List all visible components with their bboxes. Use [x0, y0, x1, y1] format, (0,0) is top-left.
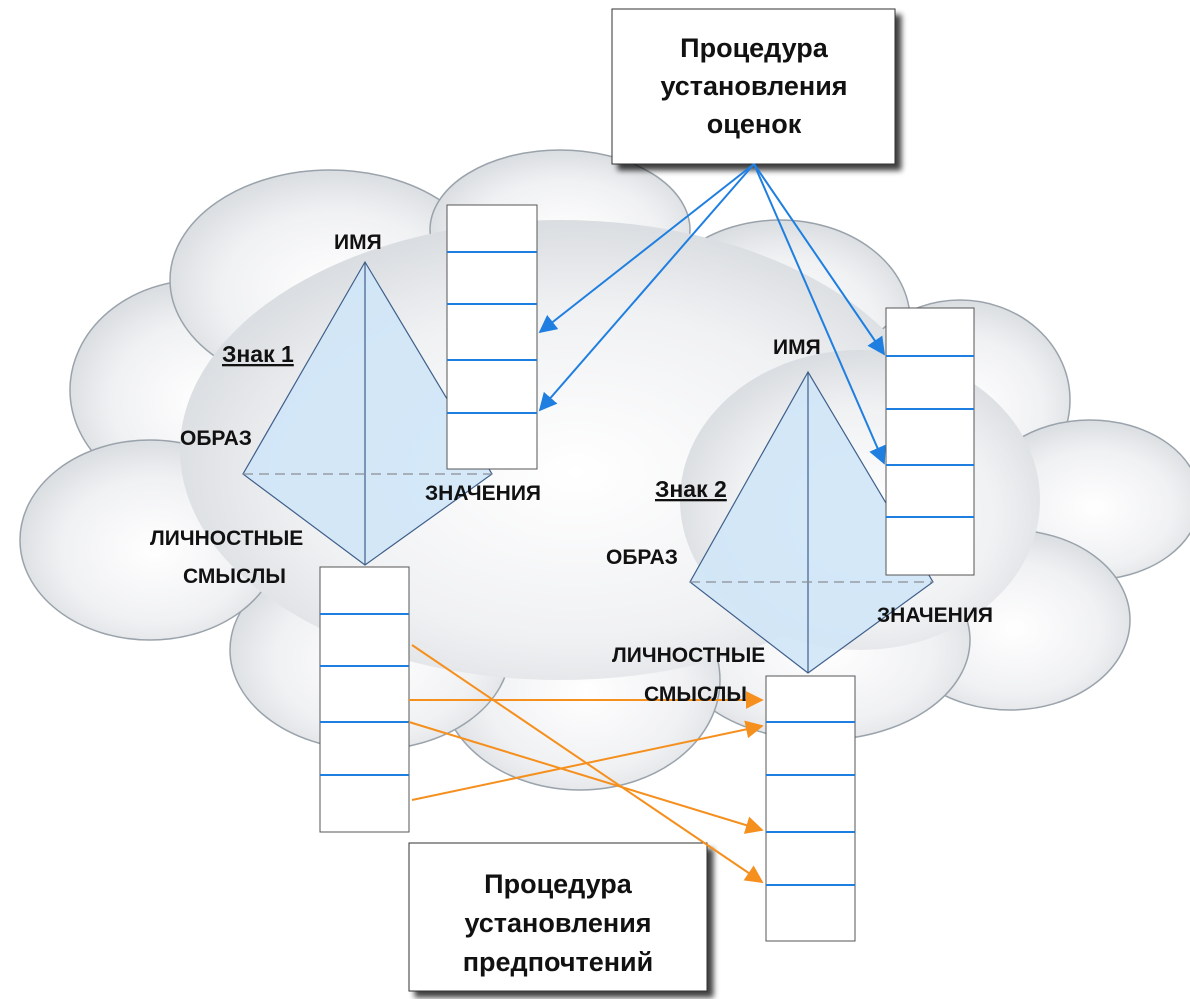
preferences-procedure-box: Процедура установления предпочтений: [408, 842, 708, 992]
sign1-meanings-stack: [446, 204, 538, 470]
preferences-line-1: Процедура: [484, 869, 633, 899]
sign1-title: Знак 1: [222, 341, 294, 367]
sign2-name-label: ИМЯ: [773, 336, 821, 359]
sign2-personal-label-line2: СМЫСЛЫ: [644, 683, 747, 706]
ratings-arrow-1: [538, 163, 755, 334]
sign2-meanings-stack: [885, 307, 975, 576]
ratings-arrow-2: [538, 163, 755, 412]
ratings-line-3: оценок: [707, 109, 802, 139]
ratings-arrow-3: [753, 163, 886, 356]
preferences-line-3: предпочтений: [463, 947, 654, 977]
sign1-personal-label-line2: СМЫСЛЫ: [183, 565, 286, 588]
sign1-meanings-label: ЗНАЧЕНИЯ: [425, 482, 541, 505]
ratings-line-1: Процедура: [680, 33, 829, 63]
sign1-personal-stack: [319, 566, 410, 833]
sign2-personal-stack: [765, 675, 856, 942]
ratings-arrow-4: [753, 163, 886, 465]
preferences-arrow-3: [408, 721, 764, 834]
ratings-procedure-box: Процедура установления оценок: [611, 8, 896, 165]
ratings-arrows: [538, 163, 886, 465]
sign2-personal-label-line1: ЛИЧНОСТНЫЕ: [612, 644, 765, 667]
sign2-title: Знак 2: [655, 476, 727, 502]
sign2-image-label: ОБРАЗ: [606, 546, 678, 569]
sign1-name-label: ИМЯ: [334, 231, 382, 254]
cloud-shape: [19, 149, 1190, 791]
preferences-line-2: установления: [464, 908, 651, 938]
sign1-personal-label-line1: ЛИЧНОСТНЫЕ: [150, 527, 303, 550]
preferences-arrow-4: [411, 720, 764, 801]
sign1-image-label: ОБРАЗ: [180, 427, 252, 450]
preferences-arrows: [408, 644, 764, 884]
sign2-meanings-label: ЗНАЧЕНИЯ: [877, 604, 993, 627]
ratings-line-2: установления: [660, 71, 847, 101]
